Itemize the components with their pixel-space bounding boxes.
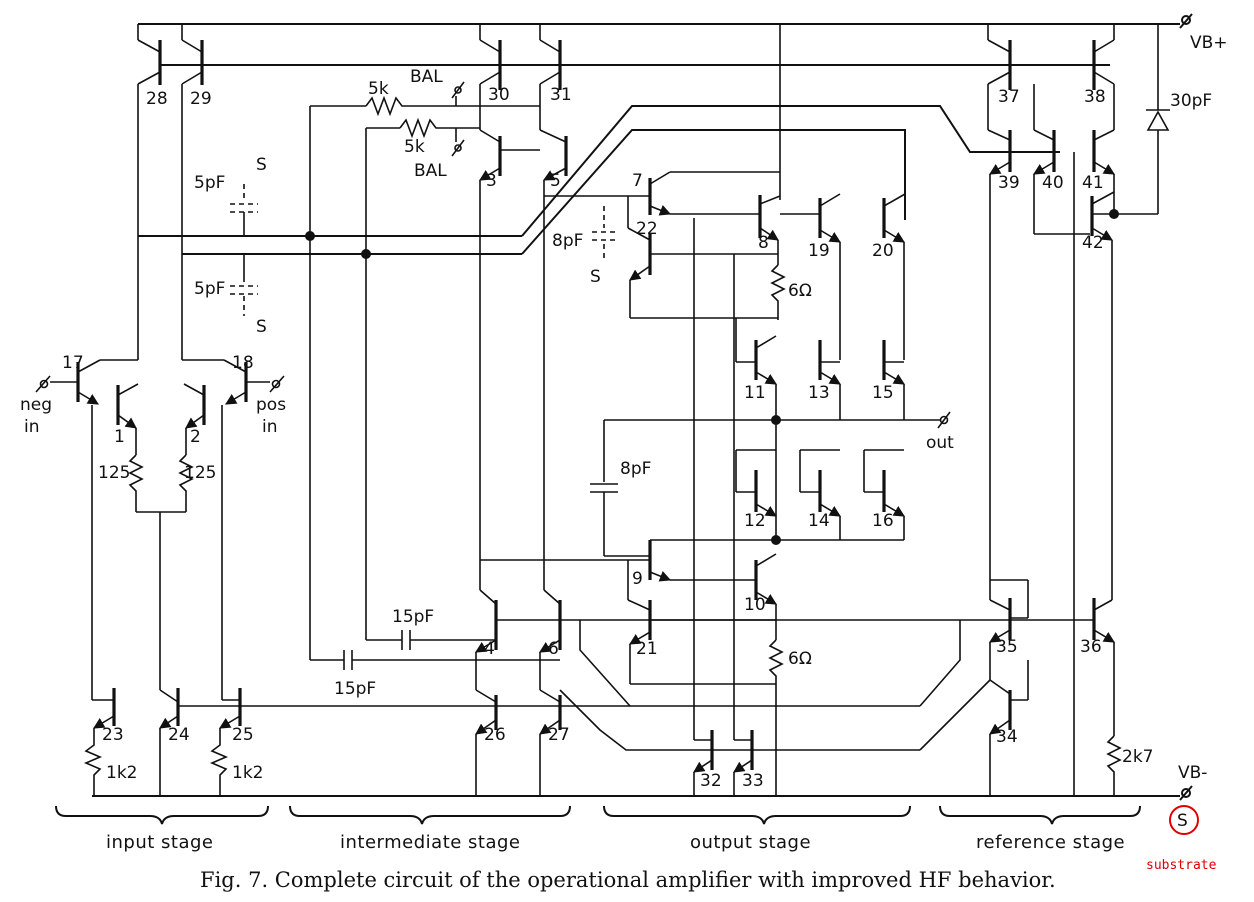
transistor-label-19: 19: [808, 241, 830, 261]
resistor-label-2k7: 2k7: [1122, 747, 1153, 767]
cap-label-15pf-a: 15pF: [392, 607, 434, 627]
transistor-label-33: 33: [742, 771, 764, 791]
substrate-symbol: S: [1177, 811, 1188, 831]
stage-label-intermediate: intermediate stage: [340, 832, 521, 853]
cap-label-15pf-b: 15pF: [334, 679, 376, 699]
vb-plus-terminal: VB+: [1179, 13, 1228, 53]
transistor-labels: 1 2 3 4 5 6 7 8 9 10 11 12 13 14 15 16 1…: [62, 85, 1106, 791]
transistor-label-12: 12: [744, 511, 766, 531]
transistor-label-39: 39: [998, 173, 1020, 193]
substrate-label-s-c: S: [590, 267, 601, 287]
transistor-label-41: 41: [1082, 173, 1104, 193]
transistor-label-27: 27: [548, 725, 570, 745]
resistor-label-1k2-a: 1k2: [106, 763, 137, 783]
out-label: out: [926, 433, 954, 453]
cap-label-5pf-a: 5pF: [194, 173, 225, 193]
vb-minus-terminal: VB-: [1178, 763, 1207, 801]
resistor-label-5k-b: 5k: [404, 137, 425, 157]
transistor-label-30: 30: [488, 85, 510, 105]
transistor-label-18: 18: [232, 353, 254, 373]
stage-label-reference: reference stage: [976, 832, 1125, 853]
cap-label-8pf-a: 8pF: [552, 231, 583, 251]
transistor-label-25: 25: [232, 725, 254, 745]
transistor-label-40: 40: [1042, 173, 1064, 193]
substrate-marker: S substrate: [1146, 805, 1217, 873]
transistor-label-11: 11: [744, 383, 766, 403]
transistor-label-10: 10: [744, 595, 766, 615]
bal-label-2: BAL: [414, 161, 447, 181]
transistor-label-13: 13: [808, 383, 830, 403]
transistor-label-3: 3: [486, 171, 497, 191]
transistor-label-23: 23: [102, 725, 124, 745]
transistor-label-4: 4: [484, 639, 495, 659]
transistor-label-31: 31: [550, 85, 572, 105]
cap-label-5pf-b: 5pF: [194, 279, 225, 299]
substrate-label-s-b: S: [256, 317, 267, 337]
transistor-label-14: 14: [808, 511, 830, 531]
transistor-label-37: 37: [998, 87, 1020, 107]
transistor-label-29: 29: [190, 89, 212, 109]
resistor-label-1k2-b: 1k2: [232, 763, 263, 783]
transistor-label-22: 22: [636, 219, 658, 239]
transistor-label-8: 8: [758, 233, 769, 253]
stage-label-output: output stage: [690, 832, 811, 853]
resistor-label-6ohm-a: 6Ω: [788, 281, 812, 301]
transistor-label-26: 26: [484, 725, 506, 745]
transistor-label-42: 42: [1082, 233, 1104, 253]
substrate-note: substrate: [1146, 858, 1217, 873]
component-labels: 5k 5k BAL BAL 125 125 1k2 1k2 6Ω 6Ω 2k7 …: [98, 67, 1212, 783]
transistor-label-2: 2: [190, 427, 201, 447]
transistor-label-7: 7: [632, 171, 643, 191]
vb-plus-label: VB+: [1190, 33, 1228, 53]
stage-label-input: input stage: [106, 832, 214, 853]
figure-caption: Fig. 7. Complete circuit of the operatio…: [200, 868, 1056, 892]
transistor-label-24: 24: [168, 725, 190, 745]
intermediate-stage: [309, 24, 650, 796]
input-stage: [50, 24, 920, 796]
stage-braces: [55, 805, 1141, 825]
transistor-label-9: 9: [632, 569, 643, 589]
vb-minus-label: VB-: [1178, 763, 1207, 783]
pos-in-label-1: pos: [256, 395, 286, 415]
transistor-label-17: 17: [62, 353, 84, 373]
reference-stage: [580, 24, 1170, 796]
transistor-label-38: 38: [1084, 87, 1106, 107]
resistor-label-6ohm-b: 6Ω: [788, 649, 812, 669]
neg-in-label-1: neg: [20, 395, 52, 415]
pos-in-label-2: in: [262, 417, 278, 437]
transistor-label-34: 34: [996, 727, 1018, 747]
transistor-label-20: 20: [872, 241, 894, 261]
resistor-label-125-b: 125: [184, 463, 216, 483]
terminal-labels: neg in pos in out: [20, 375, 954, 453]
cap-label-8pf-b: 8pF: [620, 459, 651, 479]
supply-rails: [92, 23, 1180, 797]
output-stage: [559, 24, 951, 796]
transistor-label-36: 36: [1080, 637, 1102, 657]
neg-in-label-2: in: [24, 417, 40, 437]
transistor-label-16: 16: [872, 511, 894, 531]
bias-buses: [138, 105, 1060, 259]
transistor-label-35: 35: [996, 637, 1018, 657]
transistor-label-1: 1: [114, 427, 125, 447]
transistor-label-6: 6: [548, 639, 559, 659]
substrate-label-s-a: S: [256, 155, 267, 175]
transistor-label-28: 28: [146, 89, 168, 109]
resistor-label-125-a: 125: [98, 463, 130, 483]
transistor-label-32: 32: [700, 771, 722, 791]
transistor-label-15: 15: [872, 383, 894, 403]
transistor-label-21: 21: [636, 639, 658, 659]
bal-label-1: BAL: [410, 67, 443, 87]
cap-label-30pf: 30pF: [1170, 91, 1212, 111]
resistor-label-5k-a: 5k: [368, 79, 389, 99]
transistor-label-5: 5: [550, 171, 561, 191]
